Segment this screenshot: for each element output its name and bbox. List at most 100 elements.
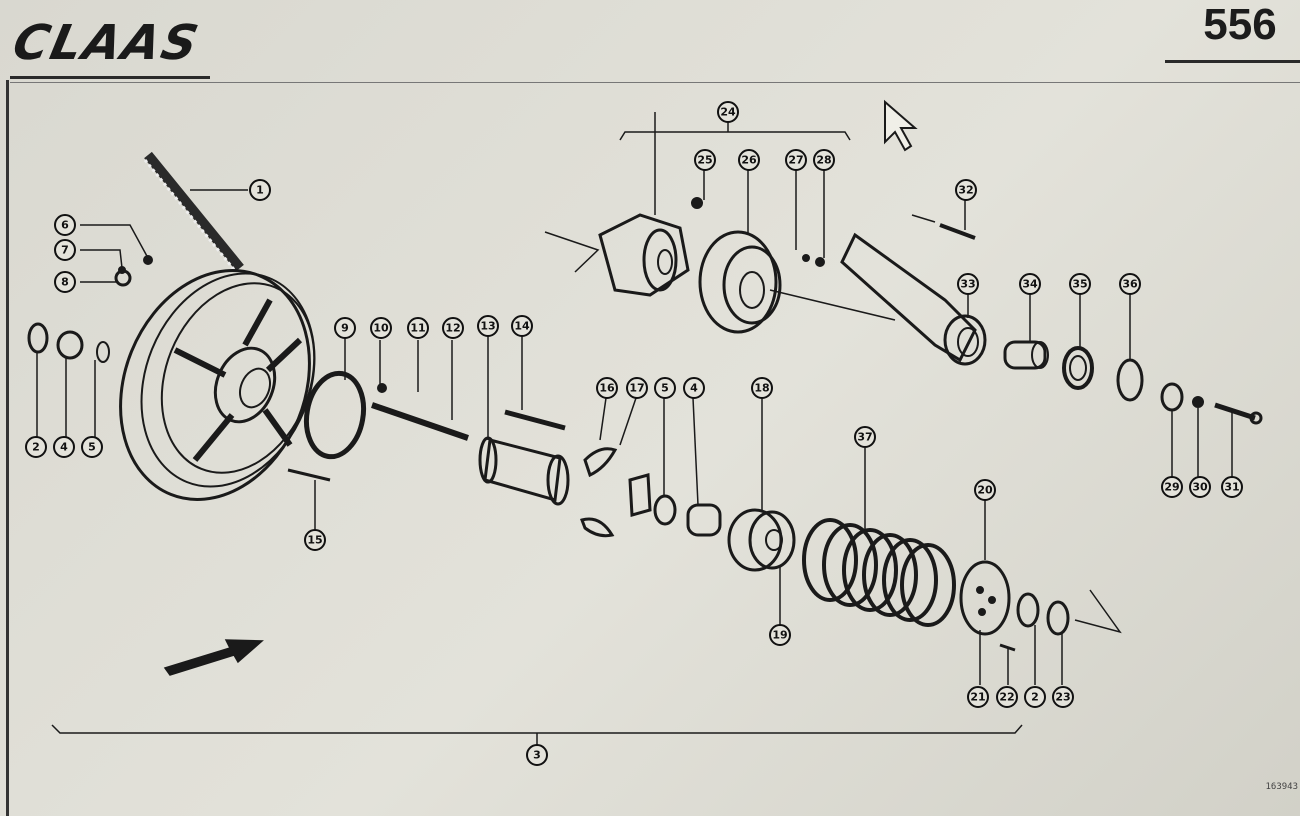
callout-c-35: 35 <box>1069 273 1091 295</box>
callout-circle <box>526 744 548 766</box>
callout-c-12: 12 <box>442 317 464 339</box>
callout-c-3: 3 <box>526 744 548 766</box>
assembly-bracket-24 <box>619 131 851 141</box>
callout-circle <box>854 426 876 448</box>
callout-circle <box>334 317 356 339</box>
callout-number: 2 <box>1031 691 1039 704</box>
callout-number: 17 <box>629 382 644 395</box>
callout-number: 30 <box>1192 481 1208 494</box>
callout-number: 1 <box>256 184 264 197</box>
callout-c-4a: 4 <box>53 436 75 458</box>
callout-c-26: 26 <box>738 149 760 171</box>
callout-c-2a: 2 <box>25 436 47 458</box>
callout-circle <box>25 436 47 458</box>
callout-number: 2 <box>32 441 40 454</box>
header-rule-left <box>10 76 210 79</box>
callout-circle <box>654 377 676 399</box>
part-disc-26 <box>691 170 825 334</box>
callout-circle <box>769 624 791 646</box>
part-pin-15 <box>287 468 331 482</box>
callout-circle <box>626 377 648 399</box>
callout-circle <box>81 436 103 458</box>
part-plate-20 <box>959 500 1122 685</box>
part-spring-37 <box>802 448 956 627</box>
part-bushings-34-35-36 <box>1003 292 1144 402</box>
part-large-wheel <box>119 269 316 501</box>
callout-number: 19 <box>772 629 787 642</box>
part-fasteners-29-30-31 <box>1160 382 1263 478</box>
callout-number: 5 <box>661 382 669 395</box>
callout-circle <box>996 686 1018 708</box>
callout-c-17: 17 <box>626 377 648 399</box>
frame-left-border <box>6 80 9 816</box>
callout-c-6: 6 <box>54 214 76 236</box>
callout-c-5a: 5 <box>81 436 103 458</box>
direction-arrow-icon <box>163 639 264 676</box>
callout-number: 32 <box>958 184 973 197</box>
callout-c-9: 9 <box>334 317 356 339</box>
callout-circle <box>1161 476 1183 498</box>
callout-c-23: 23 <box>1052 686 1074 708</box>
callout-circle <box>511 315 533 337</box>
callout-c-19: 19 <box>769 624 791 646</box>
reference-code: 163943 <box>1265 782 1298 792</box>
callout-circle <box>1221 476 1243 498</box>
callout-circle <box>249 179 271 201</box>
callout-number: 7 <box>61 244 69 257</box>
callout-number: 35 <box>1072 278 1087 291</box>
callout-c-31: 31 <box>1221 476 1243 498</box>
callout-number: 23 <box>1055 691 1070 704</box>
callout-number: 26 <box>741 154 757 167</box>
callout-number: 14 <box>514 320 530 333</box>
callout-number: 18 <box>754 382 769 395</box>
callout-number: 37 <box>857 431 872 444</box>
callout-c-16: 16 <box>596 377 618 399</box>
callout-circle <box>738 149 760 171</box>
callout-c-22: 22 <box>996 686 1018 708</box>
callout-number: 9 <box>341 322 349 335</box>
callout-c-10: 10 <box>370 317 392 339</box>
callout-number: 15 <box>307 534 322 547</box>
cursor-pointer-icon <box>884 99 918 152</box>
callout-circle <box>54 239 76 261</box>
callout-circle <box>1119 273 1141 295</box>
callout-number: 11 <box>410 322 425 335</box>
part-seal-ring-9 <box>303 337 367 460</box>
callout-number: 10 <box>373 322 389 335</box>
callout-c-4b: 4 <box>683 377 705 399</box>
callout-circle <box>974 479 996 501</box>
callout-number: 24 <box>720 106 736 119</box>
part-pins-10-11-12 <box>371 340 469 441</box>
callout-number: 29 <box>1164 481 1179 494</box>
callout-number: 4 <box>690 382 698 395</box>
callout-circle <box>717 101 739 123</box>
callout-number: 31 <box>1224 481 1239 494</box>
callout-number: 5 <box>88 441 96 454</box>
callout-circle <box>1069 273 1091 295</box>
callout-c-27: 27 <box>785 149 807 171</box>
callout-circle <box>304 529 326 551</box>
callout-circle <box>54 214 76 236</box>
callout-c-37: 37 <box>854 426 876 448</box>
callout-number: 13 <box>480 320 495 333</box>
callout-c-34: 34 <box>1019 273 1041 295</box>
callout-number: 33 <box>960 278 975 291</box>
callout-c-30: 30 <box>1189 476 1211 498</box>
part-sleeve-13-14 <box>478 335 570 506</box>
part-shaft-1 <box>143 151 248 273</box>
callout-c-11: 11 <box>407 317 429 339</box>
callout-number: 4 <box>60 441 68 454</box>
callout-circle <box>1052 686 1074 708</box>
callout-number: 12 <box>445 322 460 335</box>
callout-circle <box>683 377 705 399</box>
callout-number: 8 <box>61 276 69 289</box>
callout-circle <box>54 271 76 293</box>
callout-c-1: 1 <box>249 179 271 201</box>
header-divider <box>10 82 1300 83</box>
callout-c-32: 32 <box>955 179 977 201</box>
callout-number: 3 <box>533 749 541 762</box>
callout-circle <box>53 436 75 458</box>
callout-c-13: 13 <box>477 315 499 337</box>
callout-number: 34 <box>1022 278 1038 291</box>
